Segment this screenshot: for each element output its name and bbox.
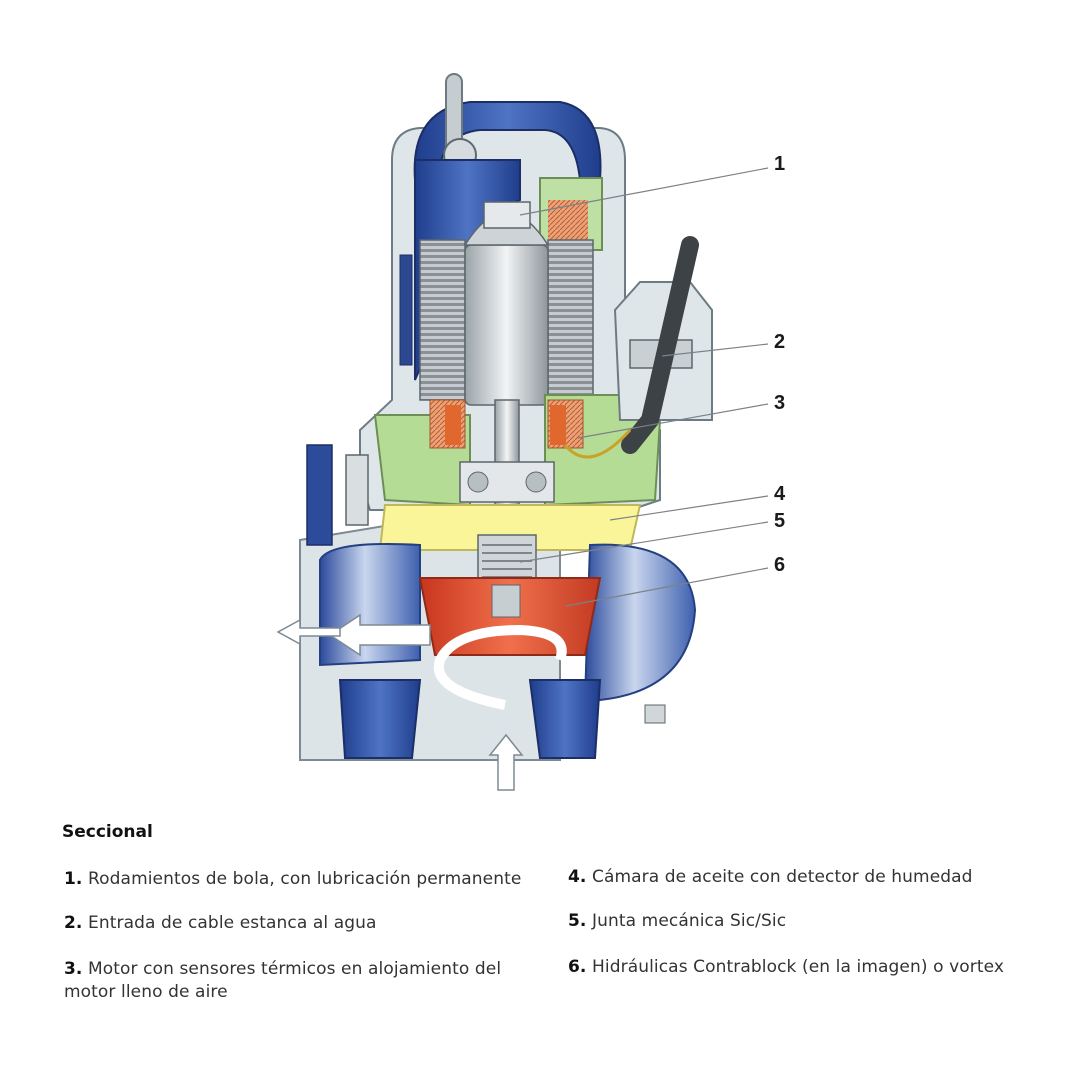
drain-plug: [644, 704, 666, 724]
outflow-arrow-outer: [276, 618, 341, 646]
upper-copper: [548, 200, 588, 245]
legend-item-5: 5. Junta mecánica Sic/Sic: [568, 910, 1048, 933]
legend-item-2: 2. Entrada de cable estanca al agua: [64, 912, 544, 935]
legend-text: Rodamientos de bola, con lubricación per…: [88, 869, 522, 889]
callout-5: 5: [774, 510, 786, 532]
cable-clip: [399, 254, 413, 366]
pump-cross-section-diagram: [276, 73, 769, 791]
legend-number: 6.: [568, 957, 587, 977]
sensor-wire: [563, 429, 632, 459]
leader-line-1: [519, 167, 769, 216]
winding-core-right: [550, 405, 566, 445]
leader-line-3: [577, 403, 769, 439]
legend-item-4: 4. Cámara de aceite con detector de hume…: [568, 866, 1048, 889]
legend-number: 5.: [568, 911, 587, 931]
winding-core-left: [445, 405, 461, 445]
impeller-hub: [491, 584, 521, 618]
legend-item-3: 3. Motor con sensores térmicos en alojam…: [64, 958, 534, 1004]
legend-text: Entrada de cable estanca al agua: [88, 913, 377, 933]
leader-line-4: [609, 495, 769, 521]
side-flange: [306, 444, 333, 546]
volute-right: [583, 543, 697, 701]
fixing-screw: [345, 454, 369, 526]
legend-number: 1.: [64, 869, 83, 889]
callout-4: 4: [774, 483, 786, 505]
callout-2: 2: [774, 331, 786, 353]
legend-text: Junta mecánica Sic/Sic: [592, 911, 787, 931]
stator-right: [547, 239, 594, 401]
legend-item-6: 6. Hidráulicas Contrablock (en la imagen…: [568, 956, 1048, 979]
base-left: [338, 679, 422, 759]
leader-line-2: [661, 343, 769, 357]
legend-number: 3.: [64, 959, 83, 979]
stator-left: [419, 239, 466, 401]
inflow-arrow: [488, 733, 524, 791]
callout-6: 6: [774, 554, 786, 576]
callout-3: 3: [774, 392, 786, 414]
swirl-arrow: [433, 624, 567, 710]
legend-text: Motor con sensores térmicos en alojamien…: [64, 959, 502, 1002]
leader-line-6: [565, 567, 769, 607]
leader-line-5: [519, 521, 769, 563]
outflow-arrow: [328, 613, 431, 657]
callout-1: 1: [774, 153, 786, 175]
base-right: [528, 679, 602, 759]
section-title: Seccional: [62, 822, 153, 842]
legend-number: 2.: [64, 913, 83, 933]
legend-number: 4.: [568, 867, 587, 887]
rotor: [464, 244, 549, 406]
power-cable: [621, 236, 699, 454]
legend-item-1: 1. Rodamientos de bola, con lubricación …: [64, 868, 544, 891]
volute-left: [319, 543, 421, 667]
legend-text: Cámara de aceite con detector de humedad: [592, 867, 973, 887]
legend-text: Hidráulicas Contrablock (en la imagen) o…: [592, 957, 1005, 977]
